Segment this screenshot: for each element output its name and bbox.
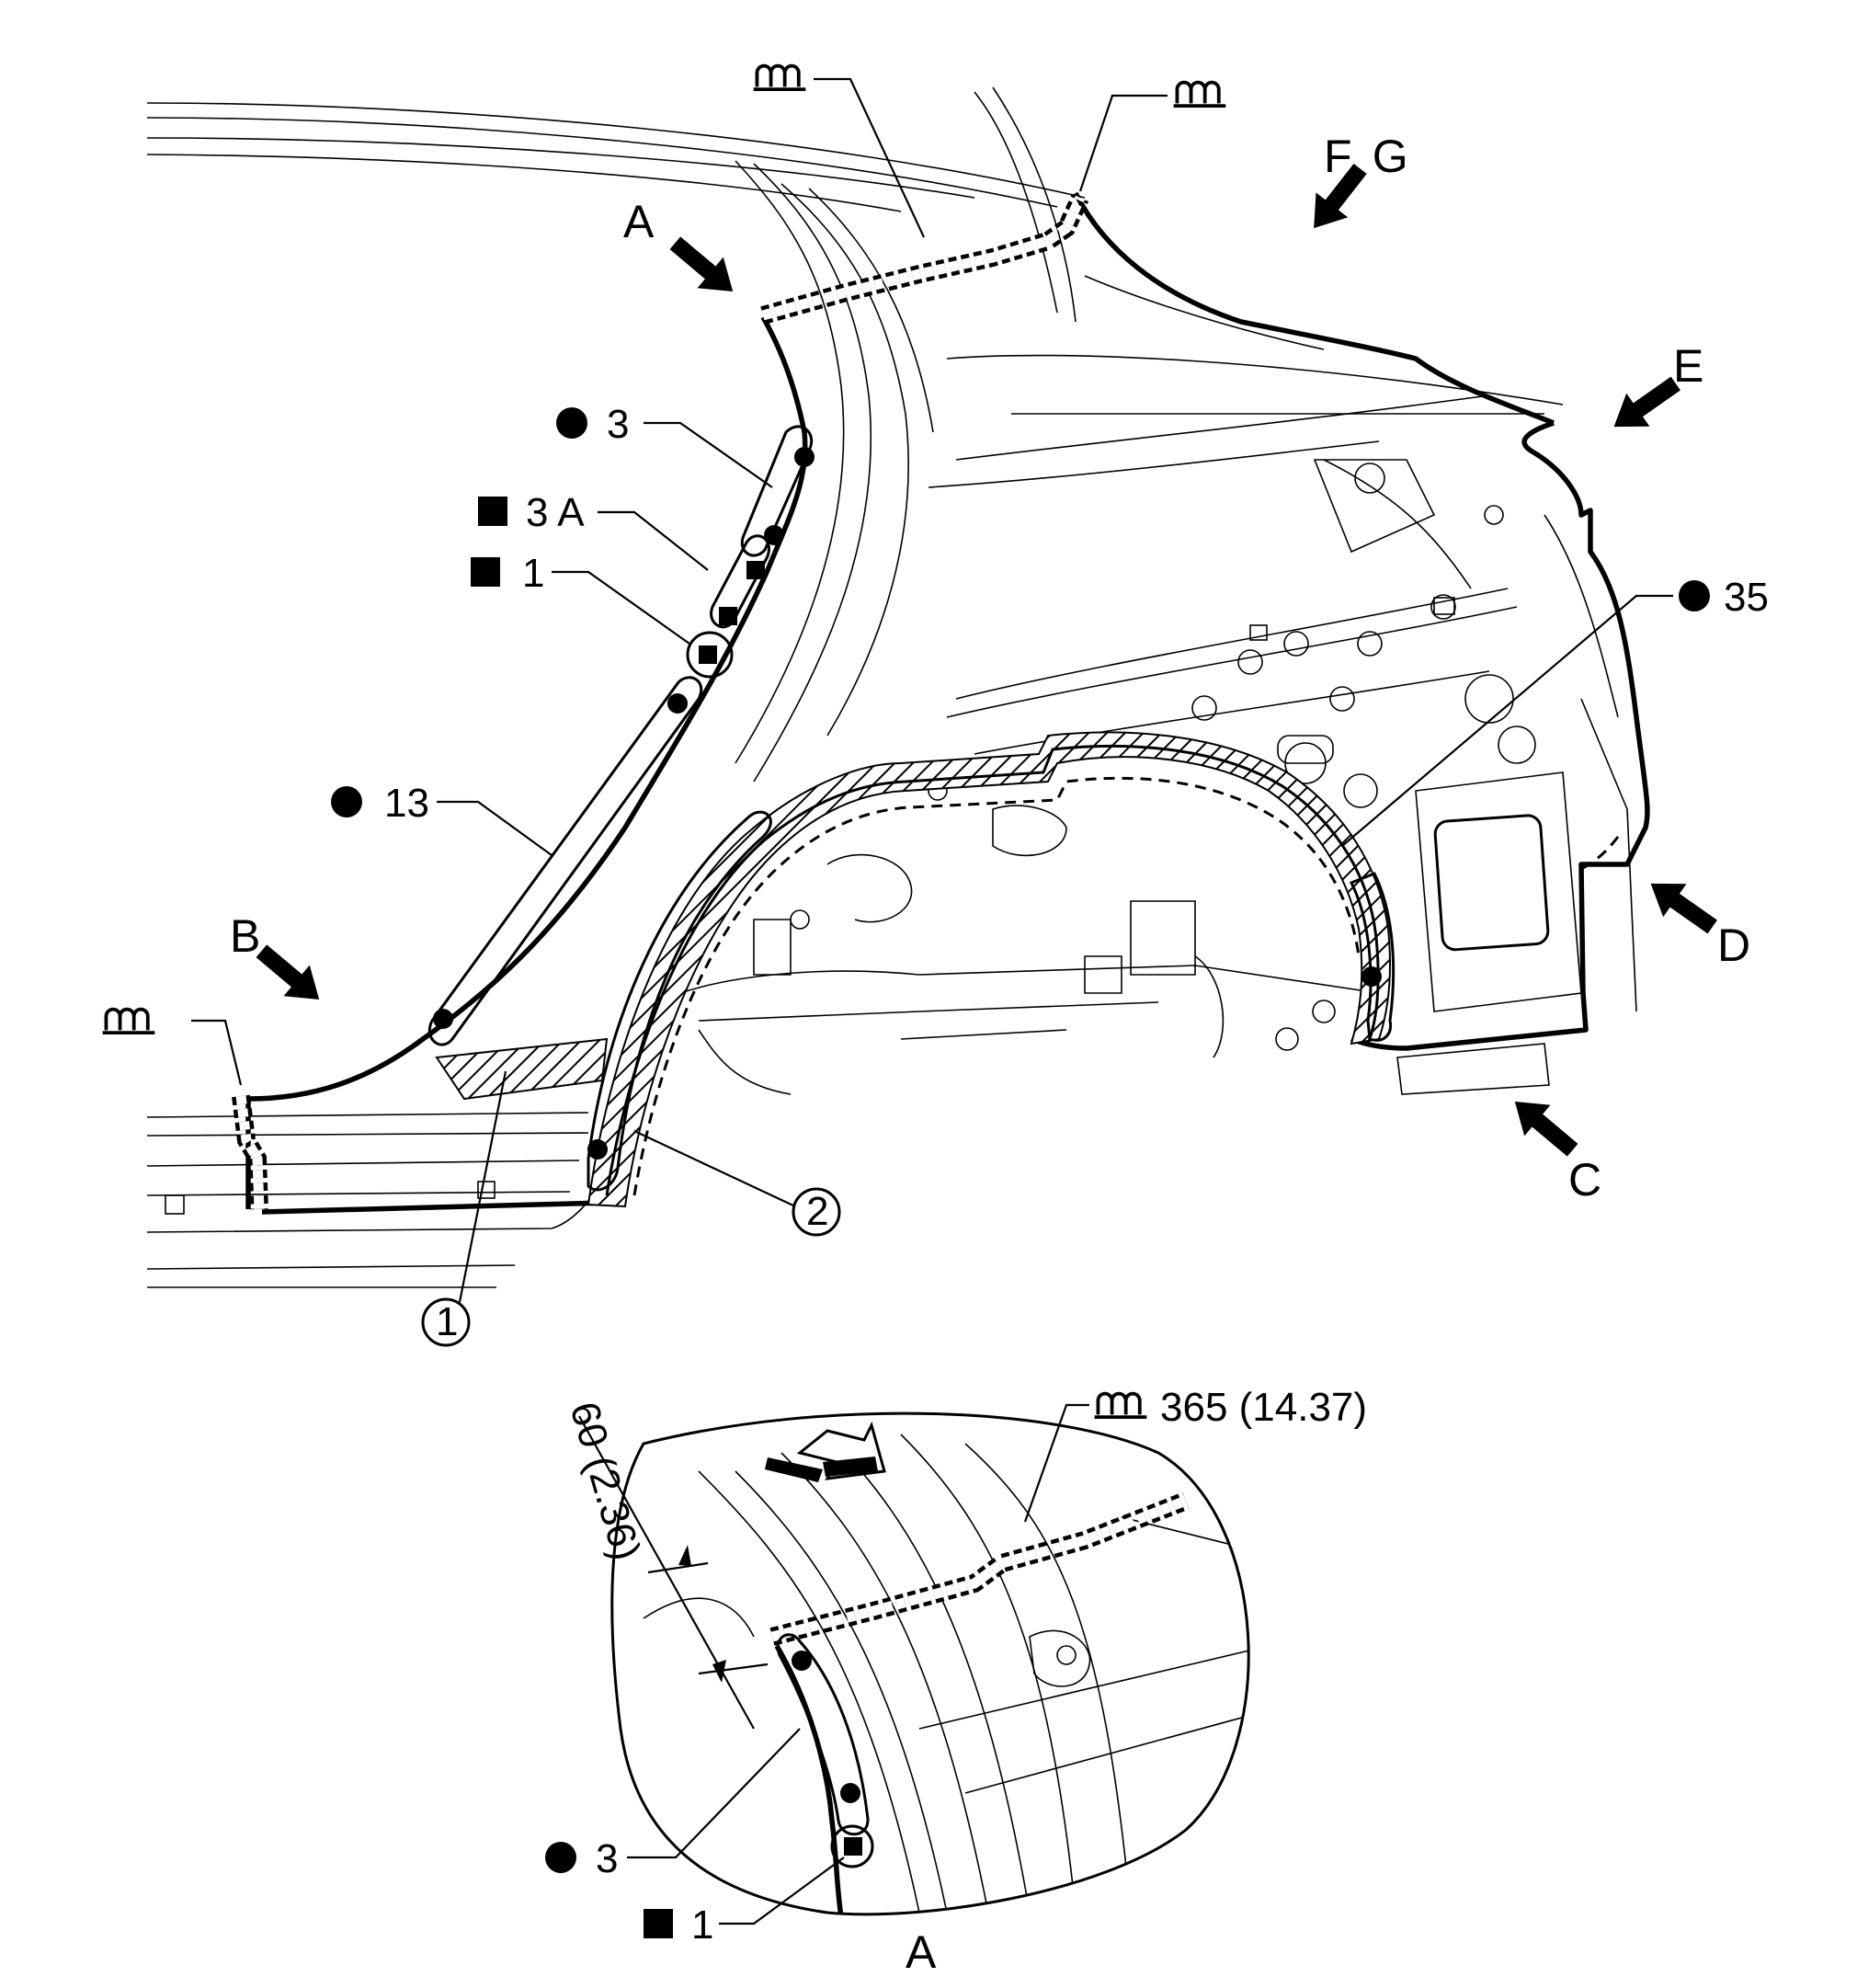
view-label-a: A bbox=[623, 196, 655, 247]
arc-weld-seams bbox=[232, 193, 1089, 1210]
callout-symbols bbox=[101, 63, 1710, 1035]
plug-weld-icon bbox=[644, 1909, 673, 1938]
plug-weld-icon bbox=[471, 557, 500, 587]
part-number-2: 2 bbox=[806, 1189, 828, 1234]
detail-view-label-a: A bbox=[906, 1926, 937, 1978]
view-arrows bbox=[256, 163, 1717, 1157]
direction-arrow-icon bbox=[1514, 1102, 1578, 1157]
detail-callout-spot-3: 3 bbox=[596, 1836, 618, 1881]
direction-arrow-icon bbox=[1314, 163, 1367, 229]
arc-weld-symbol-icon bbox=[101, 1007, 156, 1035]
dimension-offset: 60 (2.36) bbox=[561, 1397, 649, 1565]
spot-weld-icon bbox=[331, 786, 362, 817]
spot-weld-icon bbox=[556, 407, 587, 439]
view-label-d: D bbox=[1717, 920, 1750, 971]
callout-spot-13: 13 bbox=[384, 781, 429, 826]
dimension-weld-length: 365 (14.37) bbox=[1160, 1385, 1367, 1430]
arc-weld-symbol-icon bbox=[1094, 1391, 1147, 1420]
view-label-b: B bbox=[230, 910, 260, 962]
part-number-markers bbox=[421, 1187, 841, 1347]
vehicle-front-arrow-icon bbox=[765, 1421, 886, 1482]
direction-arrow-icon bbox=[1613, 376, 1680, 428]
part-number-1: 1 bbox=[436, 1299, 458, 1344]
leader-lines bbox=[191, 77, 1673, 1303]
weld-bands bbox=[427, 425, 1396, 1192]
callout-stud-3a: 3 A bbox=[526, 490, 585, 535]
body-structure-lines bbox=[146, 86, 1637, 1288]
plug-weld-icon bbox=[478, 497, 507, 526]
callout-stud-1: 1 bbox=[522, 551, 544, 596]
wheel-arch-flange bbox=[435, 731, 1391, 1208]
view-label-e: E bbox=[1673, 340, 1703, 392]
view-label-fg: F, G bbox=[1324, 131, 1408, 182]
arc-weld-symbol-icon bbox=[1172, 80, 1227, 109]
weld-markers bbox=[433, 447, 1382, 1160]
arc-weld-symbol-icon bbox=[752, 63, 807, 92]
direction-arrow-icon bbox=[669, 236, 734, 291]
spot-weld-icon bbox=[545, 1842, 576, 1873]
detail-a-view: 60 (2.36) 365 (14.37) 3 1 A bbox=[545, 1385, 1367, 1978]
main-view-labels: A B C D E F, G 3 3 A 1 13 35 1 2 bbox=[230, 131, 1769, 1344]
direction-arrow-icon bbox=[1650, 883, 1717, 934]
callout-spot-35: 35 bbox=[1724, 575, 1769, 620]
detail-callout-stud-1: 1 bbox=[691, 1902, 713, 1948]
direction-arrow-icon bbox=[256, 944, 320, 1000]
callout-spot-3: 3 bbox=[607, 402, 629, 447]
quarter-panel-outline bbox=[245, 191, 1650, 1215]
view-label-c: C bbox=[1568, 1154, 1601, 1205]
spot-weld-icon bbox=[1679, 580, 1710, 611]
